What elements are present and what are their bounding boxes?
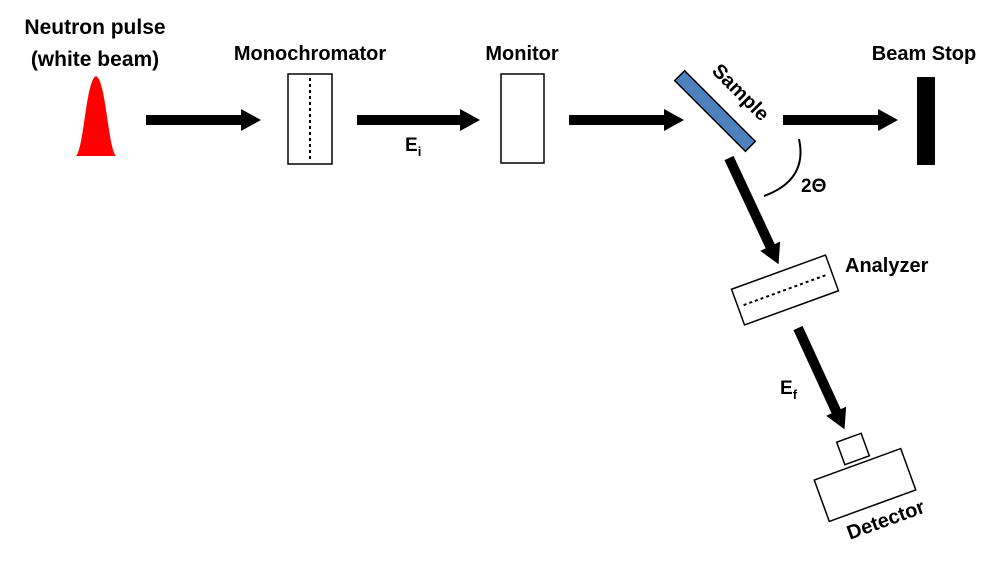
analyzer-label: Analyzer bbox=[845, 255, 929, 277]
monochromator-label: Monochromator bbox=[234, 43, 386, 65]
scattering-angle-label: 2Θ bbox=[801, 176, 826, 197]
final-energy-label: Ef bbox=[780, 378, 798, 402]
beam-arrow-analyzer-to-detector bbox=[793, 325, 847, 430]
analyzer-crystal-line bbox=[743, 274, 827, 306]
source-label-line2: (white beam) bbox=[31, 48, 159, 71]
scattering-angle-arc bbox=[763, 138, 802, 197]
detector-body bbox=[813, 447, 917, 523]
monitor-label: Monitor bbox=[485, 43, 559, 65]
neutron-pulse-icon bbox=[76, 76, 116, 156]
monitor-box bbox=[500, 73, 545, 164]
beam-arrow-sample-to-analyzer bbox=[724, 155, 781, 265]
beam-stop-block bbox=[917, 77, 935, 165]
beam-stop-label: Beam Stop bbox=[872, 43, 976, 65]
incident-energy-label: Ei bbox=[405, 135, 421, 159]
detector-window bbox=[835, 432, 871, 466]
source-label-line1: Neutron pulse bbox=[24, 16, 165, 39]
monochromator-box bbox=[287, 73, 333, 165]
sample-plate bbox=[673, 69, 757, 153]
